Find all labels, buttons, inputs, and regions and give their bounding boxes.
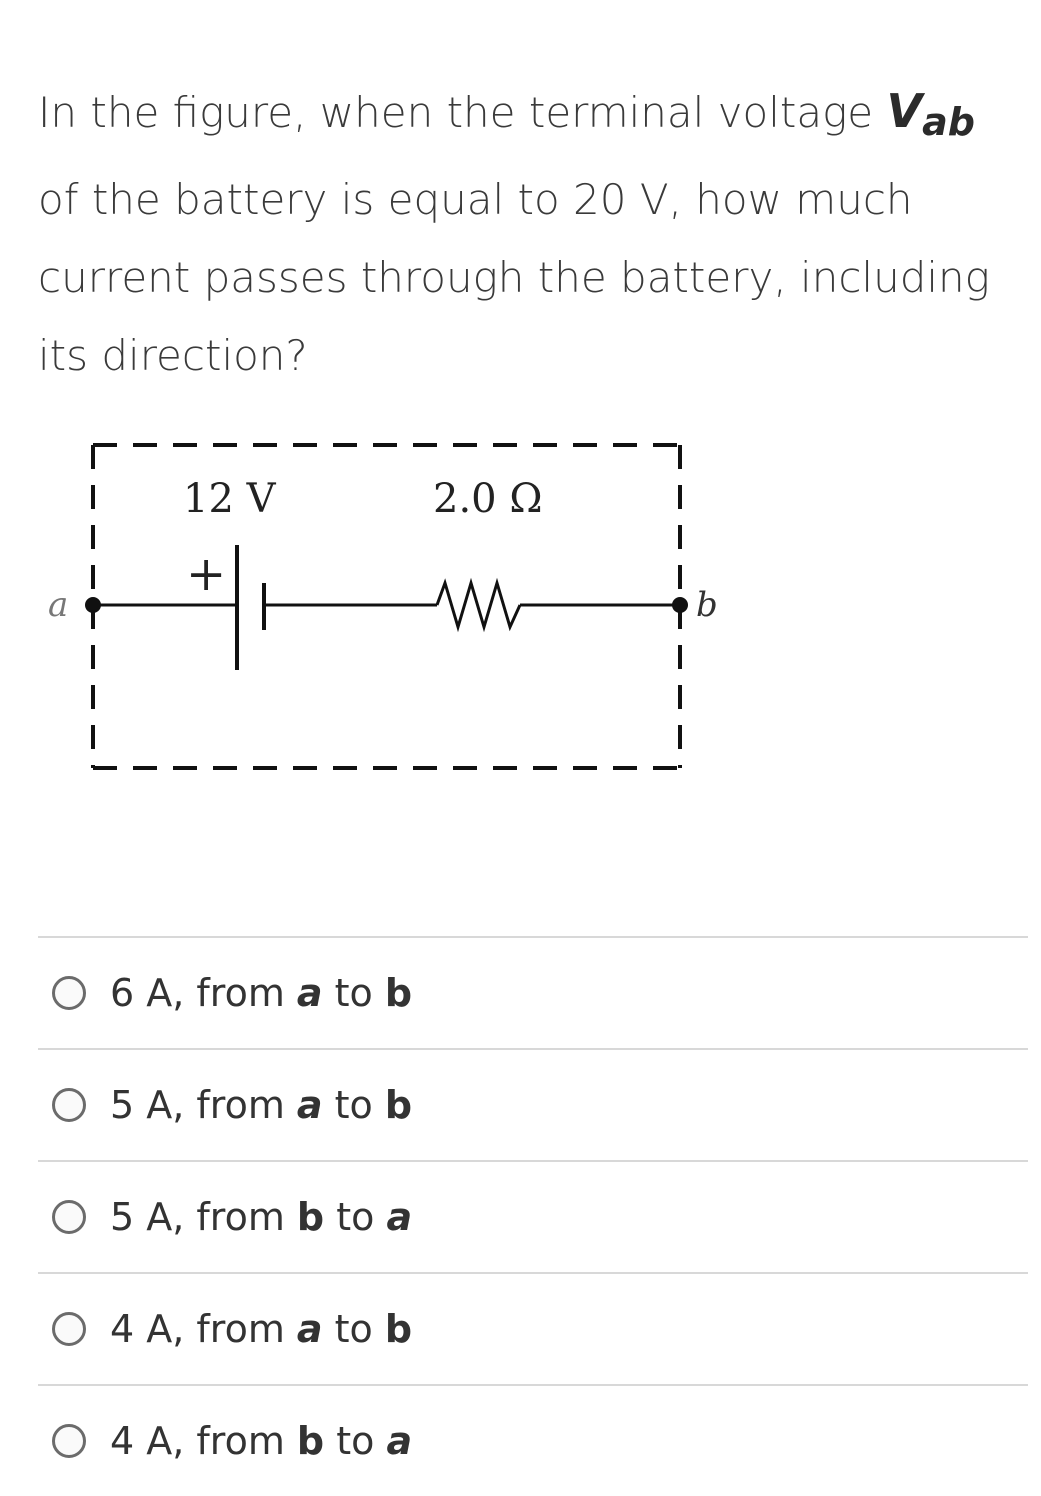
option-to: to	[324, 1195, 387, 1239]
question-prefix: In the figure, when the terminal voltage	[38, 88, 887, 137]
option-dest: b	[384, 1307, 413, 1351]
option-from: b	[296, 1195, 325, 1239]
option-text: 4 A, from	[110, 1307, 297, 1351]
node-a-label: a	[48, 585, 68, 625]
option-dest: b	[384, 1083, 413, 1127]
terminal-a-dot	[85, 597, 101, 613]
question-text: In the figure, when the terminal voltage…	[38, 72, 1018, 395]
option-to: to	[322, 1083, 385, 1127]
option-to: to	[322, 1307, 385, 1351]
option-1[interactable]: 6 A, from a to b	[38, 936, 1028, 1048]
radio-button[interactable]	[52, 1200, 86, 1234]
option-3[interactable]: 5 A, from b to a	[38, 1160, 1028, 1272]
terminal-b-dot	[672, 597, 688, 613]
radio-button[interactable]	[52, 976, 86, 1010]
battery-label: 12 V	[183, 476, 277, 522]
option-from: b	[296, 1419, 325, 1463]
radio-button[interactable]	[52, 1088, 86, 1122]
option-from: a	[296, 1083, 323, 1127]
resistor-zigzag	[435, 577, 522, 633]
option-from: a	[296, 1307, 323, 1351]
option-to: to	[324, 1419, 387, 1463]
option-2[interactable]: 5 A, from a to b	[38, 1048, 1028, 1160]
vab-symbol: Vab	[886, 84, 974, 144]
vab-main: V	[886, 84, 923, 138]
option-text: 5 A, from	[110, 1083, 297, 1127]
question-suffix: of the battery is equal to 20 V, how muc…	[38, 175, 990, 380]
option-dest: a	[386, 1195, 413, 1239]
option-text: 4 A, from	[110, 1419, 297, 1463]
radio-button[interactable]	[52, 1312, 86, 1346]
option-from: a	[296, 971, 323, 1015]
option-text: 5 A, from	[110, 1195, 297, 1239]
option-text: 6 A, from	[110, 971, 297, 1015]
node-b-label: b	[696, 585, 718, 625]
option-dest: a	[386, 1419, 413, 1463]
option-dest: b	[384, 971, 413, 1015]
option-4[interactable]: 4 A, from a to b	[38, 1272, 1028, 1384]
option-5[interactable]: 4 A, from b to a	[38, 1384, 1028, 1496]
resistor-label: 2.0 Ω	[433, 476, 543, 522]
battery-plus-sign: +	[186, 546, 226, 602]
radio-button[interactable]	[52, 1424, 86, 1458]
vab-subscript: ab	[922, 100, 975, 144]
option-to: to	[322, 971, 385, 1015]
answer-options: 6 A, from a to b 5 A, from a to b 5 A, f…	[38, 936, 1028, 1496]
circuit-figure: 12 V + 2.0 Ω a b	[48, 443, 718, 770]
